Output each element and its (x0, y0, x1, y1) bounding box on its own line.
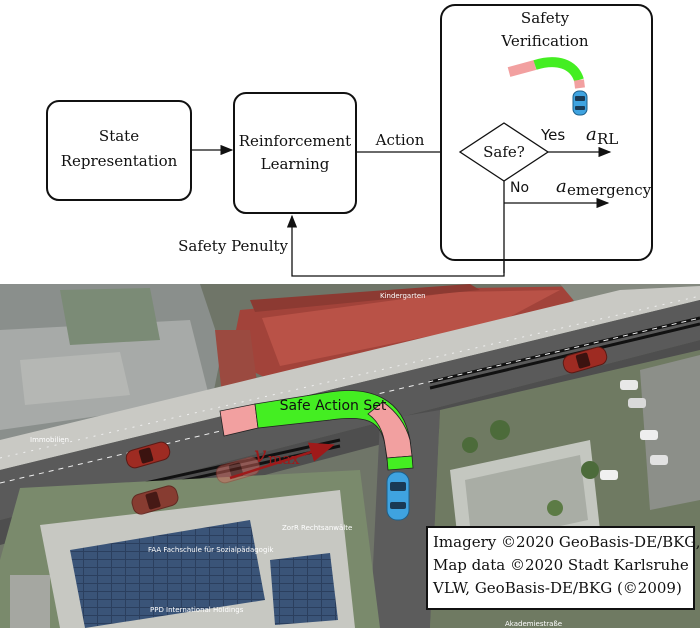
reinforcement-learning-box: Reinforcement Learning (233, 92, 357, 214)
vmax-arrow (229, 442, 335, 480)
attribution-line3: VLW, GeoBasis-DE/BKG (©2009) (432, 579, 682, 597)
safety-penalty-label: Safety Penulty (178, 237, 288, 255)
state-representation-box: State Representation (46, 100, 192, 201)
state-label-line1: State (99, 127, 139, 145)
ego-car (386, 471, 410, 521)
safety-title-line2: Verification (500, 32, 589, 50)
safety-title-line1: Safety (521, 9, 570, 27)
decision-label: Safe? (483, 143, 525, 161)
action-label: Action (375, 131, 425, 149)
other-car-2 (562, 346, 608, 374)
aerial-scene: Kindergarten Immobilien FAA Fachschule f… (0, 284, 700, 628)
a-emergency-symbol: a (556, 176, 567, 197)
map-label-holdings: PPD International Holdings (150, 606, 244, 614)
safe-action-set-label: Safe Action Set (280, 398, 387, 414)
bottom-left-block (0, 470, 380, 628)
flow-diagram: State Representation Reinforcement Learn… (46, 4, 653, 277)
map-label-lawyer: ZorR Rechtsanwälte (282, 524, 352, 532)
map-label-immobilien: Immobilien (30, 436, 69, 444)
safe-action-set-trajectory: Safe Action Set (219, 390, 414, 471)
rl-label-line2: Learning (261, 155, 330, 173)
safety-verification-box: Safety Verification Safe? Yes a RL (440, 4, 653, 273)
parked-cars (600, 380, 668, 480)
attribution-box: Imagery ©2020 GeoBasis-DE/BKG, Map data … (426, 526, 700, 610)
upper-lane-line-b (429, 322, 700, 390)
other-car-1 (125, 441, 171, 469)
map-label-school: FAA Fachschule für Sozialpädagogik (148, 546, 274, 554)
no-label: No (510, 180, 529, 196)
map-label-street: Akademiestraße (505, 620, 562, 628)
vmax-symbol: v (254, 443, 267, 468)
other-car-3 (131, 485, 179, 515)
red-roof-building (215, 284, 600, 395)
a-rl-subscript: RL (597, 130, 618, 148)
safety-penalty-arrow (286, 214, 505, 277)
yes-label: Yes (540, 126, 565, 144)
a-rl-symbol: a (586, 124, 597, 145)
state-label-line2: Representation (61, 152, 178, 170)
mini-ego-car-icon (572, 90, 588, 116)
upper-sidewalk (0, 286, 700, 470)
vmax-subscript: max (268, 450, 300, 468)
a-emergency-subscript: emergency (567, 181, 652, 199)
rl-label-line1: Reinforcement (239, 132, 351, 150)
attribution-line2: Map data ©2020 Stadt Karlsruhe (433, 556, 689, 574)
attribution-line1: Imagery ©2020 GeoBasis-DE/BKG, (433, 533, 700, 551)
map-label-kindergarten: Kindergarten (380, 292, 426, 300)
mini-trajectory-icon (507, 57, 585, 89)
